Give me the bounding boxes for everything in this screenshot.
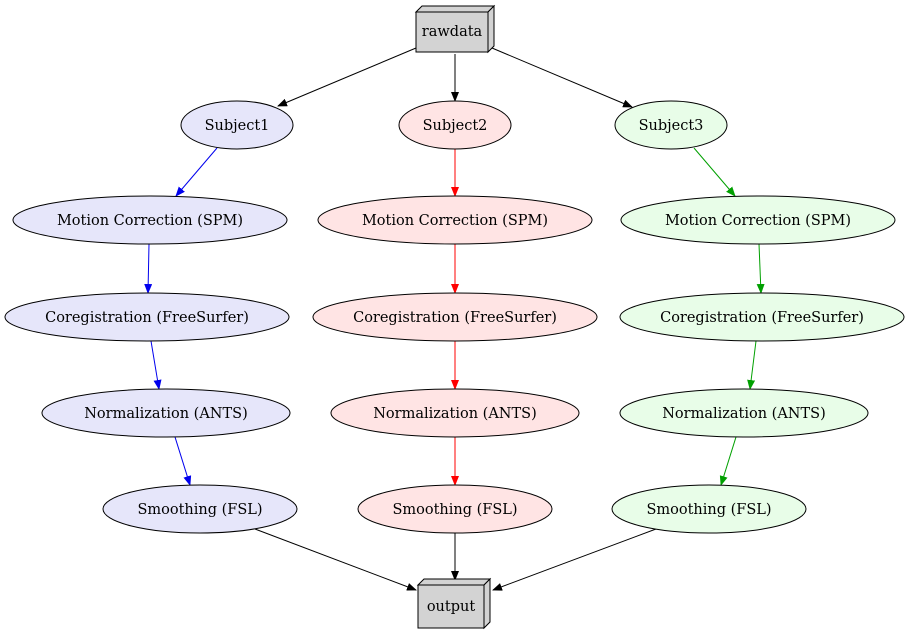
node-rawdata: rawdata: [414, 4, 496, 54]
edge-norm3-smooth: [719, 436, 737, 486]
node-output: output: [416, 577, 492, 630]
node-coregistration-2-label: Coregistration (FreeSurfer): [353, 310, 557, 326]
edge-subject1-motion: [175, 147, 218, 197]
node-subject3-label: Subject3: [639, 118, 704, 134]
edge-smooth3-output: [492, 528, 657, 591]
node-subject1: Subject1: [180, 100, 294, 150]
node-motion-correction-3: Motion Correction (SPM): [620, 195, 896, 245]
node-motion-correction-1-label: Motion Correction (SPM): [57, 213, 243, 229]
edge-motion1-coreg: [144, 243, 153, 294]
node-subject2-label: Subject2: [423, 118, 488, 134]
node-smoothing-1-label: Smoothing (FSL): [137, 502, 262, 518]
edge-smooth1-output: [254, 528, 417, 591]
edge-norm1-smooth: [174, 436, 192, 486]
node-motion-correction-3-label: Motion Correction (SPM): [665, 213, 851, 229]
node-smoothing-1: Smoothing (FSL): [102, 484, 298, 534]
node-normalization-2-label: Normalization (ANTS): [373, 406, 537, 422]
node-coregistration-3: Coregistration (FreeSurfer): [619, 292, 905, 342]
node-coregistration-1-label: Coregistration (FreeSurfer): [45, 310, 249, 326]
node-normalization-3: Normalization (ANTS): [619, 388, 869, 438]
node-coregistration-1: Coregistration (FreeSurfer): [4, 292, 290, 342]
node-normalization-1-label: Normalization (ANTS): [84, 406, 248, 422]
node-normalization-1: Normalization (ANTS): [41, 388, 291, 438]
node-smoothing-2: Smoothing (FSL): [357, 484, 553, 534]
node-subject2: Subject2: [398, 100, 512, 150]
node-coregistration-3-label: Coregistration (FreeSurfer): [660, 310, 864, 326]
edge-coreg3-norm: [747, 340, 757, 390]
node-motion-correction-2: Motion Correction (SPM): [317, 195, 593, 245]
edge-rawdata-subject1: [277, 47, 417, 107]
node-smoothing-3: Smoothing (FSL): [611, 484, 807, 534]
node-output-label: output: [427, 599, 476, 615]
node-motion-correction-1: Motion Correction (SPM): [12, 195, 288, 245]
node-coregistration-2: Coregistration (FreeSurfer): [312, 292, 598, 342]
edge-rawdata-subject3: [491, 47, 633, 108]
edge-coreg1-norm: [150, 340, 162, 390]
node-rawdata-label: rawdata: [422, 24, 483, 40]
node-motion-correction-2-label: Motion Correction (SPM): [362, 213, 548, 229]
node-normalization-3-label: Normalization (ANTS): [662, 406, 826, 422]
node-normalization-2: Normalization (ANTS): [330, 388, 580, 438]
node-smoothing-2-label: Smoothing (FSL): [392, 502, 517, 518]
node-subject3: Subject3: [614, 100, 728, 150]
node-smoothing-3-label: Smoothing (FSL): [646, 502, 771, 518]
node-subject1-label: Subject1: [205, 118, 270, 134]
edge-subject3-motion: [693, 147, 736, 197]
edge-motion3-coreg: [756, 243, 765, 294]
